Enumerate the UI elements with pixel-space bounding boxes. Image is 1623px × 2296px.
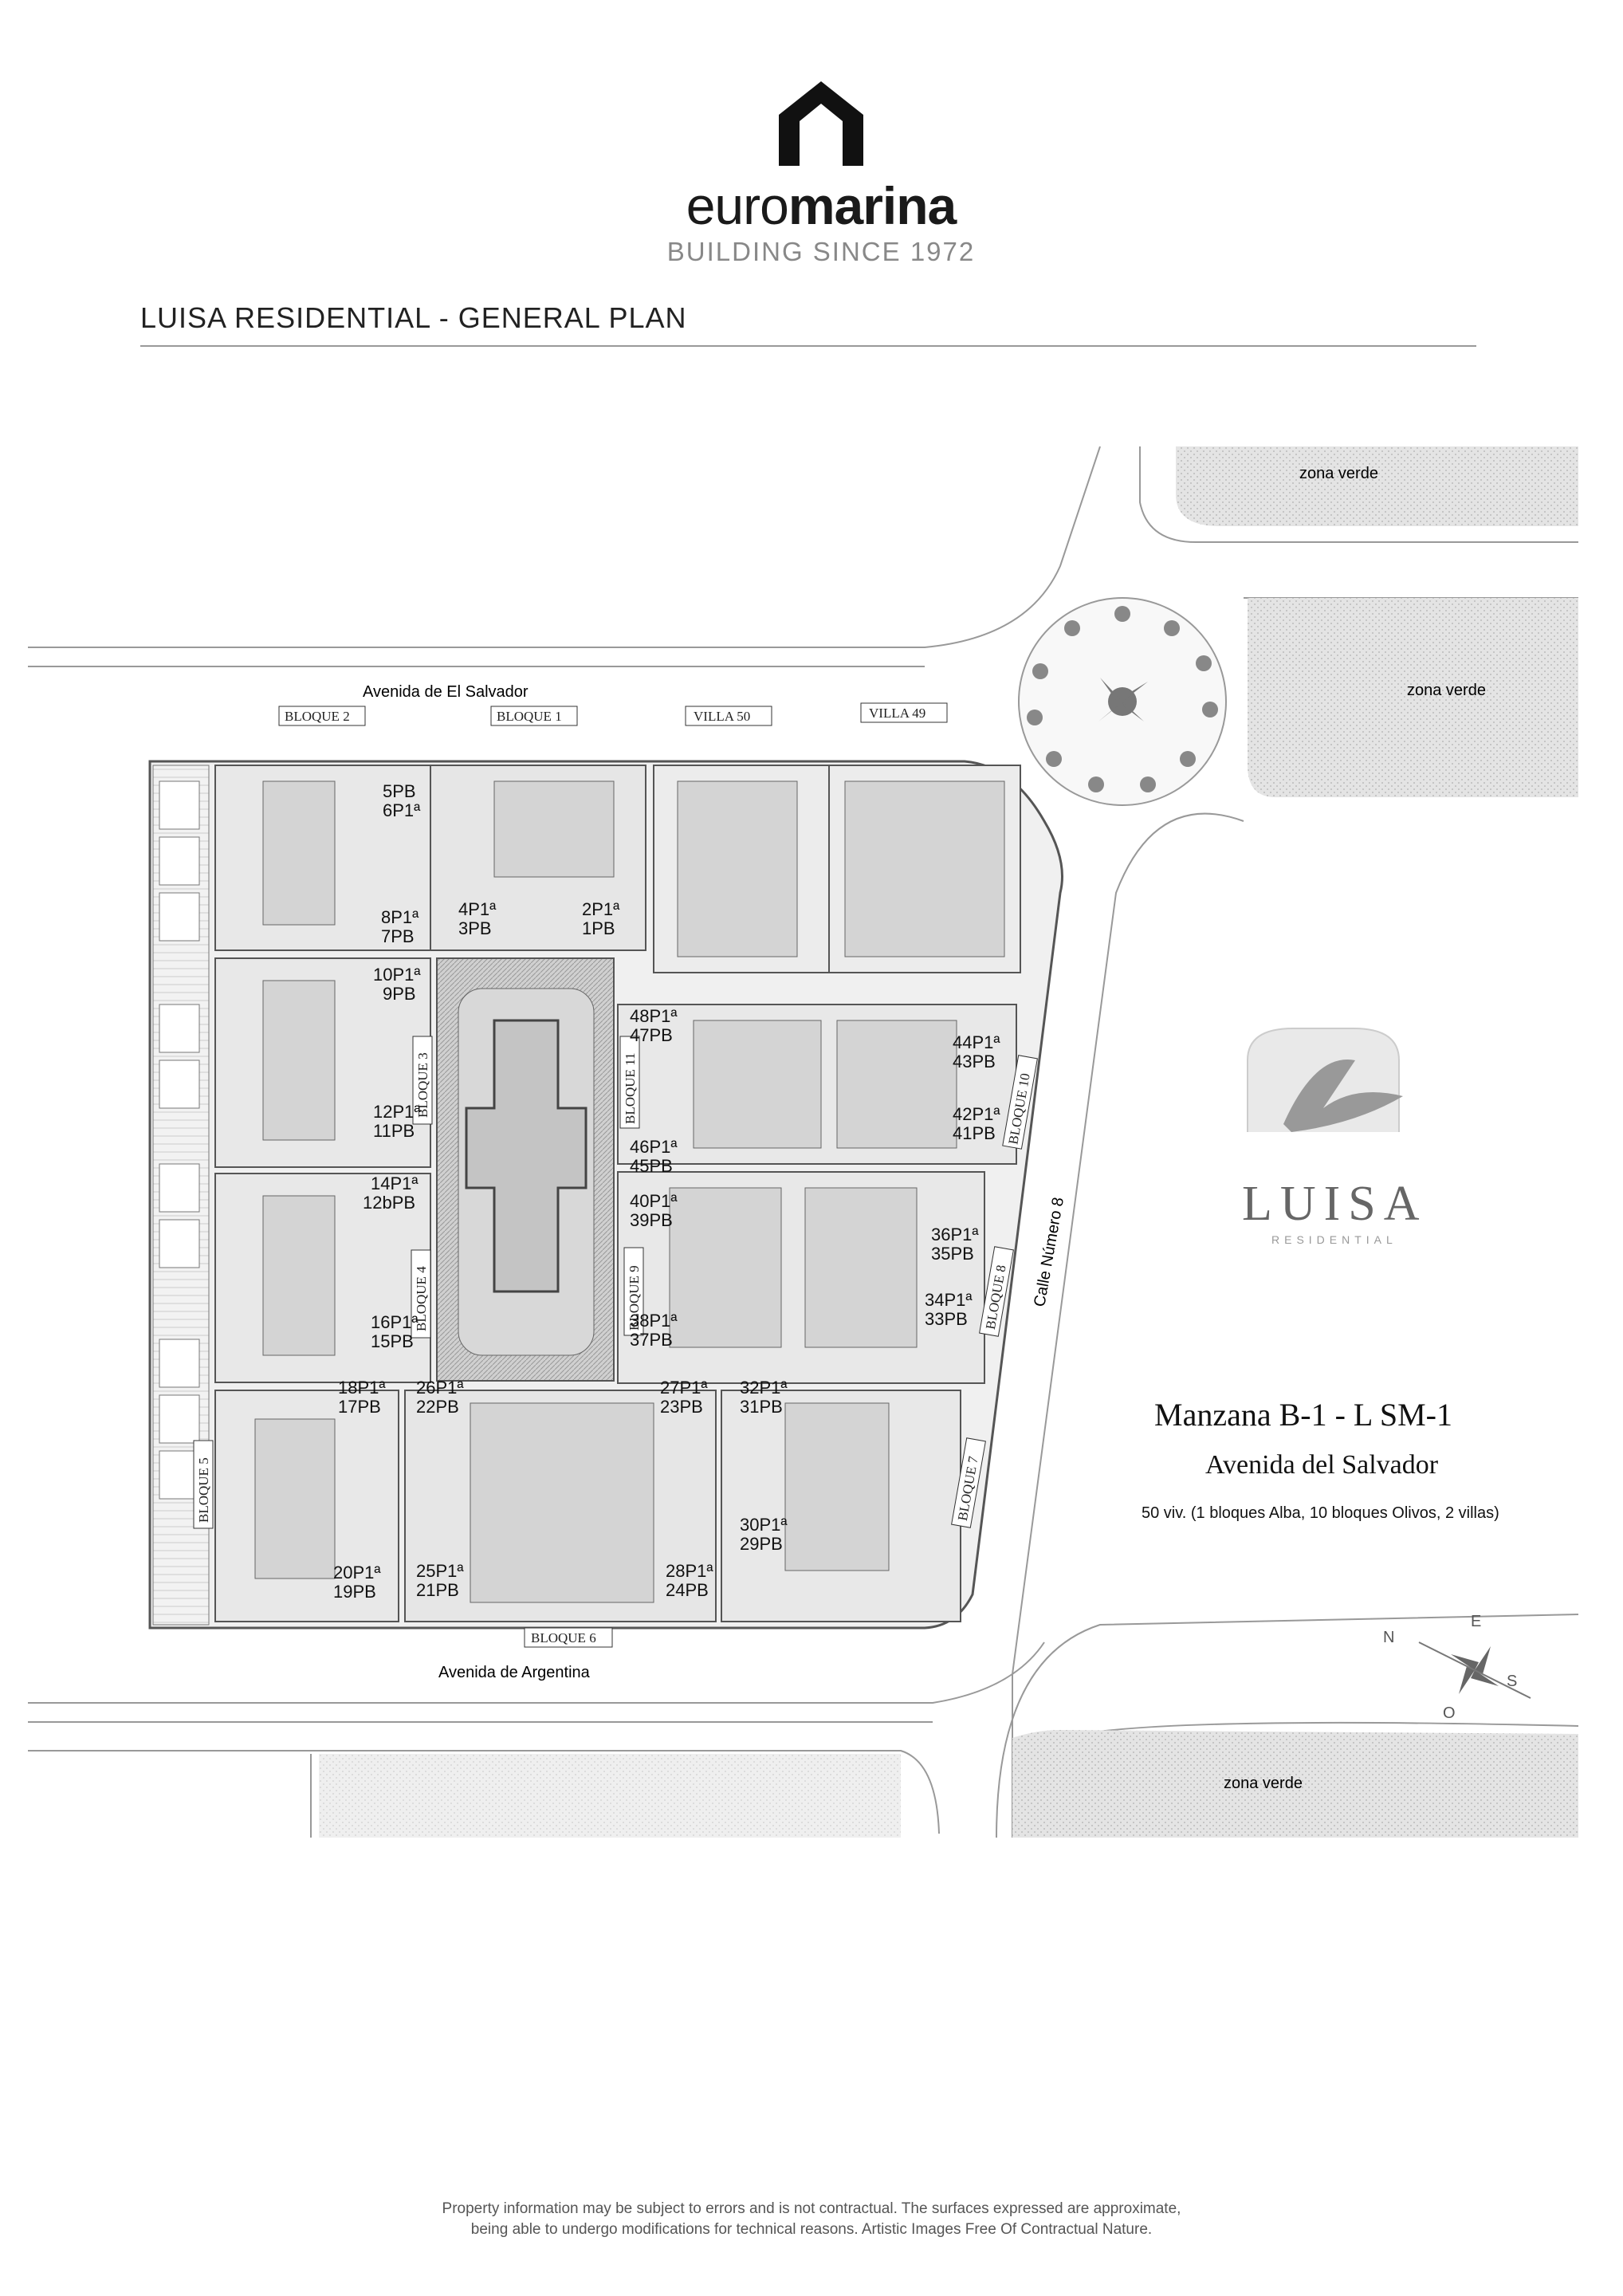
unit-label: 40P1ª: [630, 1191, 678, 1211]
block-label: BLOQUE 5: [196, 1457, 211, 1523]
unit-label: 1PB: [582, 918, 615, 938]
green-zone-label: zona verde: [1224, 1775, 1303, 1792]
unit-label: 3PB: [458, 918, 492, 938]
block-label: BLOQUE 3: [415, 1052, 430, 1118]
unit-label: 6P1ª: [383, 800, 421, 820]
luisa-logo: LUISA RESIDENTIAL: [1242, 1028, 1428, 1246]
unit-label: 43PB: [953, 1052, 996, 1071]
svg-text:O: O: [1443, 1704, 1456, 1722]
unit-label: 21PB: [416, 1580, 459, 1600]
block-label: BLOQUE 11: [623, 1052, 638, 1124]
unit-label: 47PB: [630, 1025, 673, 1045]
unit-labels: 5PB 6P1ª 8P1ª 7PB 4P1ª 3PB 2P1ª 1PB 10P1…: [333, 781, 1000, 1602]
unit-label: 9PB: [383, 984, 416, 1004]
plan-legend: Manzana B-1 - L SM-1 Avenida del Salvado…: [1142, 1397, 1499, 1522]
luisa-name: LUISA: [1242, 1177, 1428, 1231]
unit-label: 38P1ª: [630, 1311, 678, 1331]
page-title: LUISA RESIDENTIAL - GENERAL PLAN: [140, 301, 687, 334]
svg-text:S: S: [1507, 1673, 1517, 1690]
legend-summary: 50 viv. (1 bloques Alba, 10 bloques Oliv…: [1142, 1504, 1499, 1522]
block-tags: BLOQUE 2 BLOQUE 1 VILLA 50 VILLA 49 BLOQ…: [193, 702, 1038, 1648]
block-label: VILLA 49: [869, 706, 925, 721]
unit-label: 37PB: [630, 1330, 673, 1350]
green-zone-top: zona verde: [1176, 446, 1578, 526]
svg-text:E: E: [1471, 1613, 1481, 1630]
unit-label: 29PB: [740, 1534, 783, 1554]
block-label: BLOQUE 6: [531, 1630, 596, 1645]
legend-manzana: Manzana B-1 - L SM-1: [1154, 1397, 1452, 1433]
unit-label: 39PB: [630, 1210, 673, 1230]
green-zone-right: zona verde: [1248, 598, 1578, 797]
block-label: VILLA 50: [694, 709, 750, 724]
unit-label: 42P1ª: [953, 1104, 1000, 1124]
luisa-sub: RESIDENTIAL: [1271, 1233, 1397, 1246]
unit-label: 11PB: [373, 1121, 415, 1141]
brand-tagline: BUILDING SINCE 1972: [666, 237, 976, 266]
svg-text:N: N: [1383, 1629, 1394, 1646]
unit-label: 19PB: [333, 1582, 376, 1602]
unit-label: 46P1ª: [630, 1137, 678, 1157]
block-label: BLOQUE 9: [627, 1265, 642, 1331]
street-right-label: Calle Número 8: [1031, 1196, 1067, 1308]
unit-label: 7PB: [381, 926, 415, 946]
unit-label: 16P1ª: [371, 1312, 419, 1332]
unit-label: 34P1ª: [925, 1290, 973, 1310]
site-plan-drawing: zona verde zona verde zona verde Avenida…: [28, 446, 1579, 1838]
unit-label: 27P1ª: [660, 1378, 708, 1398]
block-label: BLOQUE 2: [285, 709, 350, 724]
unit-label: 28P1ª: [666, 1561, 713, 1581]
unit-label: 45PB: [630, 1156, 673, 1176]
legend-avenue: Avenida del Salvador: [1205, 1450, 1439, 1480]
unit-label: 8P1ª: [381, 907, 419, 927]
unit-label: 10P1ª: [373, 965, 421, 985]
unit-label: 2P1ª: [582, 899, 620, 919]
palm-tree-icon: [1098, 678, 1148, 721]
block-label: BLOQUE 4: [414, 1266, 429, 1331]
compass-rose-icon: N E S O: [1383, 1613, 1531, 1722]
unit-label: 26P1ª: [416, 1378, 464, 1398]
unit-label: 48P1ª: [630, 1006, 678, 1026]
green-zone-label: zona verde: [1299, 465, 1378, 482]
unit-label: 44P1ª: [953, 1032, 1000, 1052]
unit-label: 22PB: [416, 1397, 459, 1417]
site-plan: zona verde zona verde zona verde Avenida…: [0, 446, 1623, 1842]
unit-label: 24PB: [666, 1580, 709, 1600]
unit-label: 41PB: [953, 1123, 996, 1143]
legal-disclaimer: Property information may be subject to e…: [442, 2200, 1181, 2238]
palm-leaf-icon: [1283, 1060, 1403, 1132]
unit-label: 35PB: [931, 1244, 974, 1264]
title-divider: [140, 345, 1476, 347]
unit-label: 14P1ª: [371, 1174, 419, 1193]
block-label: BLOQUE 1: [497, 709, 562, 724]
street-top-label: Avenida de El Salvador: [363, 683, 529, 701]
unit-label: 12bPB: [363, 1193, 415, 1213]
unit-label: 18P1ª: [338, 1378, 386, 1398]
unit-label: 23PB: [660, 1397, 703, 1417]
unit-label: 15PB: [371, 1331, 414, 1351]
green-zone-label: zona verde: [1407, 682, 1486, 699]
street-bottom-label: Avenida de Argentina: [438, 1664, 591, 1681]
house-logo-icon: [779, 81, 863, 166]
swimming-pool: [436, 957, 615, 1382]
unit-label: 33PB: [925, 1309, 968, 1329]
unit-label: 31PB: [740, 1397, 783, 1417]
unit-label: 32P1ª: [740, 1378, 788, 1398]
unit-label: 20P1ª: [333, 1563, 381, 1582]
unit-label: 5PB: [383, 781, 416, 801]
unit-label: 36P1ª: [931, 1225, 979, 1244]
euromarina-logo: euromarina BUILDING SINCE 1972: [654, 80, 988, 267]
green-zone-bottom: zona verde: [1012, 1730, 1578, 1838]
brand-name: euromarina: [686, 176, 957, 235]
unit-label: 25P1ª: [416, 1561, 464, 1581]
unit-label: 4P1ª: [458, 899, 497, 919]
unit-label: 30P1ª: [740, 1515, 788, 1535]
roundabout: [1018, 597, 1227, 806]
unit-label: 17PB: [338, 1397, 381, 1417]
unit-label: 12P1ª: [373, 1102, 421, 1122]
